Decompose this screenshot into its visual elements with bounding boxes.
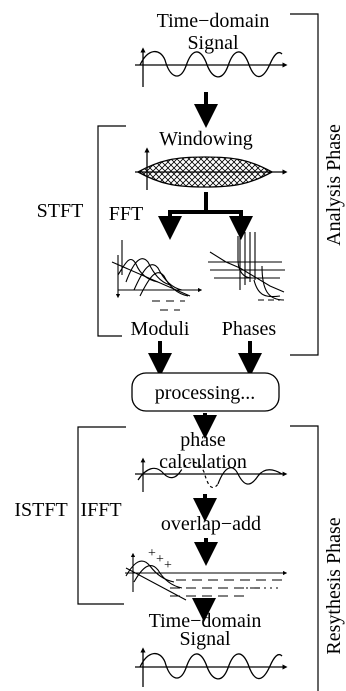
phase-calculation-line1: phase (180, 429, 226, 451)
bottom-signal-title-line1: Time−domain (149, 610, 262, 632)
phases-label: Phases (222, 318, 277, 340)
phase-calculation-waveform (135, 457, 288, 492)
phases-plot (208, 232, 285, 301)
istft-bracket (77, 426, 126, 605)
moduli-plot (111, 240, 203, 311)
moduli-label: Moduli (131, 318, 190, 340)
analysis-phase-label: Analysis Phase (323, 124, 345, 246)
plus-mark-2: + (156, 552, 164, 567)
top-time-domain-signal: Time−domain Signal (135, 10, 288, 87)
resythesis-phase-bracket (290, 425, 319, 691)
fft-label: FFT (109, 203, 143, 225)
top-signal-title-line2: Signal (187, 32, 239, 54)
top-signal-waveform (135, 47, 288, 87)
plus-mark-1: + (148, 546, 156, 561)
istft-label: ISTFT (14, 499, 67, 521)
overlap-add-plot (125, 552, 288, 601)
fft-split-arrows (158, 192, 253, 240)
windowing-label: Windowing (159, 128, 253, 150)
overlap-add-plus-marks: + + + (148, 546, 172, 573)
stft-bracket (97, 125, 126, 337)
overlap-add-label: overlap−add (161, 513, 261, 535)
bottom-time-domain-signal: Time−domain Signal (135, 610, 288, 687)
stft-label: STFT (37, 200, 84, 222)
top-signal-title-line1: Time−domain (157, 10, 270, 32)
bottom-signal-waveform (135, 647, 288, 687)
processing-box: processing... (131, 372, 280, 412)
processing-label: processing... (155, 382, 256, 404)
windowing-graphic (135, 147, 288, 190)
plus-mark-3: + (164, 558, 172, 573)
resythesis-phase-label: Resythesis Phase (323, 517, 345, 654)
phase-calculation-line2: calculation (159, 451, 247, 473)
ifft-label: IFFT (80, 499, 121, 521)
analysis-phase-bracket (290, 13, 319, 356)
bottom-signal-title-line2: Signal (179, 628, 231, 650)
